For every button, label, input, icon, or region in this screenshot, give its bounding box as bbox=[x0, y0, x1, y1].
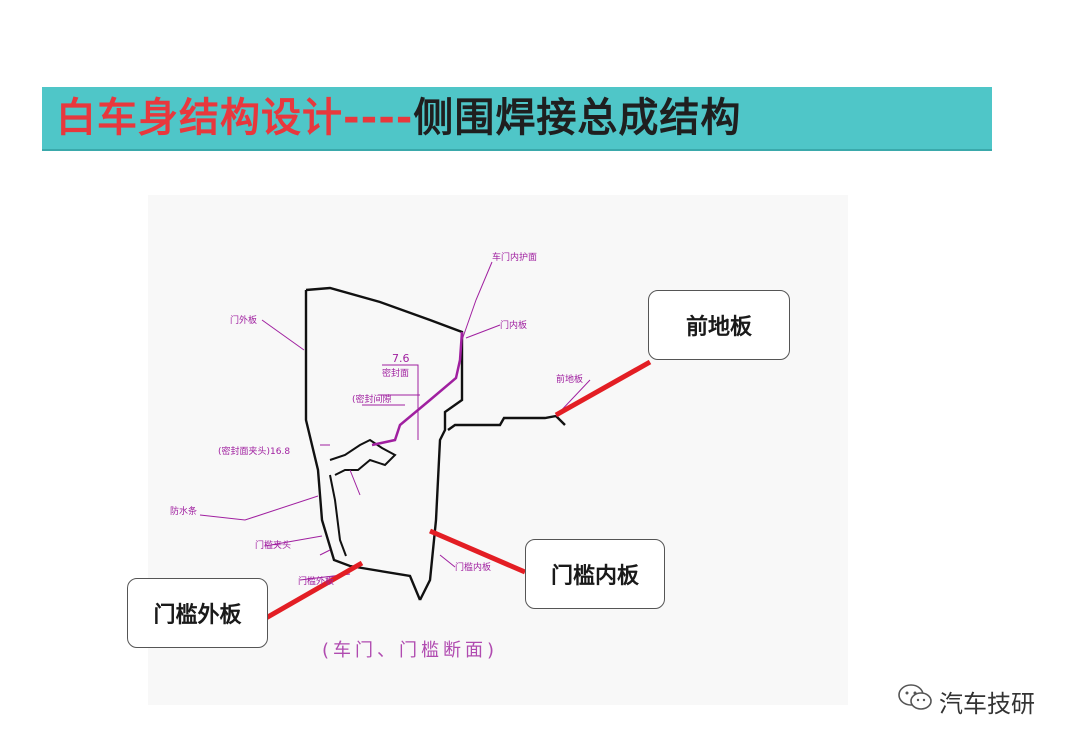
magenta-leader-2 bbox=[261, 319, 305, 351]
leader-outer-sill bbox=[264, 560, 364, 621]
label-seal-face: 密封面 bbox=[382, 369, 410, 379]
diagram-caption: (车门、门槛断面) bbox=[322, 640, 499, 661]
label-dim-76: 7.6 bbox=[392, 352, 410, 365]
callout-front-floor: 前地板 bbox=[648, 290, 790, 360]
label-seal-gap: (密封间隙 bbox=[352, 395, 392, 405]
magenta-dim-lines bbox=[319, 364, 420, 556]
callout-outer-sill-text: 门槛外板 bbox=[153, 603, 242, 628]
leader-inner-sill bbox=[429, 528, 526, 575]
title-red-part: 白车身结构设计---- bbox=[56, 95, 414, 141]
wechat-icon bbox=[897, 683, 933, 719]
label-waterproof: 防水条 bbox=[170, 507, 198, 517]
page-title: 白车身结构设计----侧围焊接总成结构 bbox=[56, 91, 741, 145]
leader-front-floor bbox=[554, 359, 652, 418]
watermark-text: 汽车技研 bbox=[939, 689, 1035, 718]
label-seal-clamp: (密封面夹头)16.8 bbox=[218, 447, 291, 457]
outer-panel-outline bbox=[304, 290, 422, 601]
label-floor-plate: 前地板 bbox=[556, 375, 584, 385]
seal-detail bbox=[329, 438, 397, 476]
inner-seal-line bbox=[329, 474, 347, 557]
label-door-seal: 门槛夹头 bbox=[255, 541, 292, 551]
door-outline bbox=[305, 286, 464, 601]
magenta-leader-7 bbox=[439, 554, 456, 568]
magenta-leader-5 bbox=[264, 535, 323, 547]
label-sill-outer: 门槛外板 bbox=[298, 577, 335, 587]
label-door-outer: 门外板 bbox=[230, 316, 258, 326]
title-dark-part: 侧围焊接总成结构 bbox=[413, 95, 742, 141]
callout-inner-sill: 门槛内板 bbox=[525, 539, 665, 609]
label-door-inner: 门内板 bbox=[500, 321, 528, 331]
callout-outer-sill: 门槛外板 bbox=[127, 578, 268, 648]
magenta-leader-4 bbox=[199, 495, 319, 521]
magenta-leader-1 bbox=[461, 261, 493, 341]
magenta-leader-3 bbox=[465, 324, 501, 339]
watermark: 汽车技研 bbox=[897, 683, 1035, 719]
callout-front-floor-text: 前地板 bbox=[685, 315, 752, 340]
inner-panel-magenta bbox=[371, 331, 464, 447]
title-bar: 白车身结构设计----侧围焊接总成结构 bbox=[42, 87, 992, 151]
label-sill-inner: 门槛内板 bbox=[455, 563, 492, 573]
label-door-inner-panel: 车门内护面 bbox=[492, 253, 538, 263]
callout-inner-sill-text: 门槛内板 bbox=[550, 564, 639, 589]
inner-floor-outline bbox=[447, 414, 566, 431]
